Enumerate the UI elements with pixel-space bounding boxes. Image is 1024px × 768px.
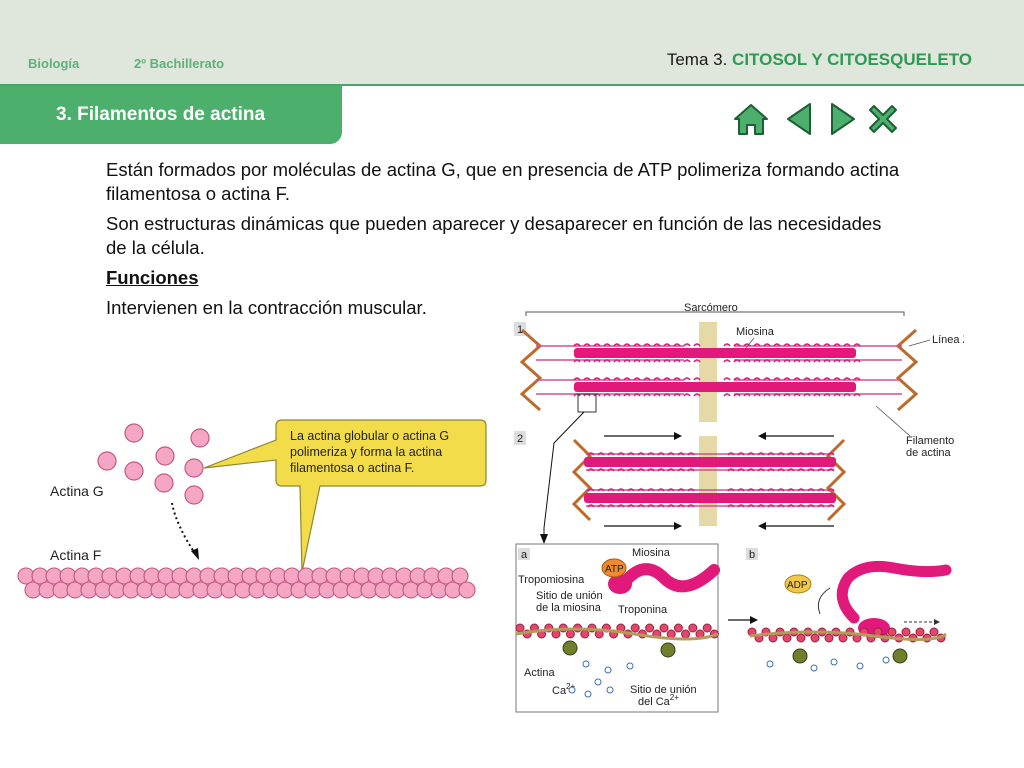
z-line-label: Línea Z [932,334,964,346]
myosin-heads [573,343,861,397]
adp-label: ADP [787,580,808,591]
previous-icon [787,103,811,135]
troponin-complex [562,640,578,656]
topic-title: Tema 3. CITOSOL Y CITOESQUELETO [667,50,972,70]
actin-polymerization-figure: Actina G Actina F La actina globular o a… [17,419,487,599]
adp-molecule [784,574,812,594]
section-tab [0,86,342,144]
tropomyosin-label: Tropomiosina [518,574,585,586]
next-button[interactable] [824,100,862,138]
zoom-box [577,393,597,413]
content-body: Están formados por moléculas de actina G… [106,158,906,326]
close-button[interactable] [864,100,902,138]
polymerization-arrow [171,502,197,556]
calcium-site-label-2: del Ca2+ [638,693,679,708]
next-icon [831,103,855,135]
myosin-head-b [836,560,952,624]
atp-molecule [601,558,627,578]
myosin-head-a [618,563,720,593]
sarcomere-bracket [525,311,905,316]
myosin-thick-filament-1 [574,348,856,358]
calcium-ions-b [766,656,890,672]
section-title: 3. Filamentos de actina [56,104,266,125]
myosin-a-label: Miosina [632,547,671,559]
step-2-number: 2 [517,433,523,445]
relaxed-sarcomere [519,322,919,422]
actin-label: Actina [524,667,555,679]
z-line-left-contracted [571,438,593,522]
powerstroke-arrow [817,587,831,615]
myosin-thick-filament-2 [574,382,856,392]
z-line-right-contracted [825,438,847,522]
home-button[interactable] [732,100,770,138]
step-2-badge [514,431,526,445]
callout-bubble [203,419,487,573]
paragraph-dynamics: Son estructuras dinámicas que pueden apa… [106,213,882,258]
header-divider [0,84,1024,86]
home-icon [734,104,768,135]
contracted-sarcomere [571,432,847,530]
calcium-label: Ca2+ [552,682,576,697]
course-label: 2º Bachillerato [134,56,225,71]
z-line-right [895,328,919,412]
step-1-number: 1 [517,324,523,336]
sarcomere-figure: Sarcómero 1 2 Miosina Línea Z Filamento … [514,302,964,713]
calcium-site-label-1: Sitio de unión [630,684,697,696]
panel-a-letter: a [521,549,528,561]
previous-button[interactable] [780,100,818,138]
sarcomere-title: Sarcómero [684,302,738,314]
myosin-site-label-1: Sitio de unión [536,590,603,602]
myosin-label: Miosina [736,326,775,338]
subject-label: Biología [28,56,80,71]
atp-label: ATP [605,564,624,575]
zoom-connector [543,411,585,538]
troponin-label: Troponina [618,604,668,616]
myosin-site-label-2: de la miosina [536,602,602,614]
tropomyosin-strand [515,627,719,641]
topic-prefix: Tema 3. [666,50,728,69]
z-line-left [519,328,543,412]
actin-filament-label-1: Filamento [906,435,954,447]
panel-b-letter: b [749,549,755,561]
callout-line-1: La actina globular o actina G [290,429,449,443]
actin-g-monomers [97,423,210,505]
close-icon [869,105,897,133]
actin-f-label: Actina F [50,547,101,563]
actin-g-label: Actina G [50,483,104,499]
topic-name: CITOSOL Y CITOESQUELETO [732,50,972,69]
header-bar [0,0,1024,84]
calcium-ions-a [568,660,634,698]
actin-f-filament [17,567,476,599]
paragraph-structure: Están formados por moléculas de actina G… [106,159,900,204]
callout-line-3: filamentosa o actina F. [290,461,414,475]
paragraph-function: Intervienen en la contracción muscular. [106,297,427,318]
m-line-band [699,322,717,422]
actin-filament-label-2: de actina [906,447,952,459]
functions-heading: Funciones [106,267,199,288]
arrow-head [191,548,199,560]
callout-line-2: polimeriza y forma la actina [290,445,442,459]
